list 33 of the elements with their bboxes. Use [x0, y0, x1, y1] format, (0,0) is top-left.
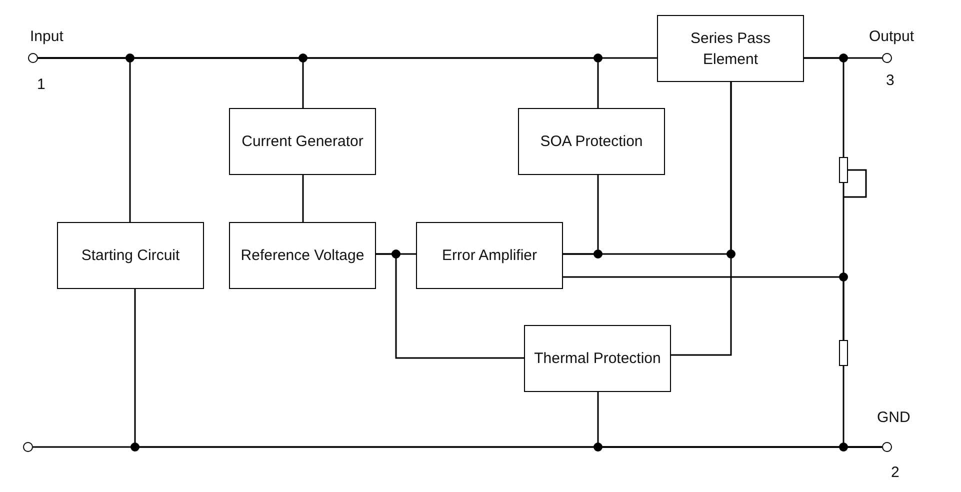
block-box: [518, 108, 665, 175]
block-box: [416, 222, 563, 289]
block-label: Starting Circuit: [80, 246, 181, 266]
wire: [563, 276, 844, 340]
wire: [671, 82, 732, 356]
terminal-circle: [28, 53, 38, 63]
pin-number: 3: [886, 72, 894, 89]
pin-name: Input: [30, 28, 64, 45]
pin-number: 2: [891, 464, 900, 481]
block-label: Thermal Protection: [533, 349, 662, 369]
pin-name: GND: [877, 409, 910, 426]
terminal-circle: [882, 53, 892, 63]
block-label: Current Generator: [240, 132, 364, 152]
wire: [597, 392, 882, 448]
resistor-symbol: [839, 340, 848, 366]
terminal-circle: [23, 442, 33, 452]
wire: [38, 57, 599, 108]
wire: [302, 175, 304, 222]
pin-number: 1: [37, 76, 46, 93]
block-box: [524, 325, 671, 392]
block-box: [657, 15, 804, 82]
block-label: Reference Voltage: [240, 246, 366, 266]
block-box: [229, 108, 376, 175]
wire: [804, 57, 844, 157]
block-label: Series Pass Element: [689, 28, 772, 70]
wire: [376, 253, 524, 359]
resistor-symbol: [839, 157, 848, 183]
block-label: SOA Protection: [539, 132, 644, 152]
block-label: Error Amplifier: [440, 246, 538, 266]
pin-name: Output: [869, 28, 914, 45]
block-box: [229, 222, 376, 289]
terminal-circle: [882, 442, 892, 452]
block-box: [57, 222, 204, 289]
